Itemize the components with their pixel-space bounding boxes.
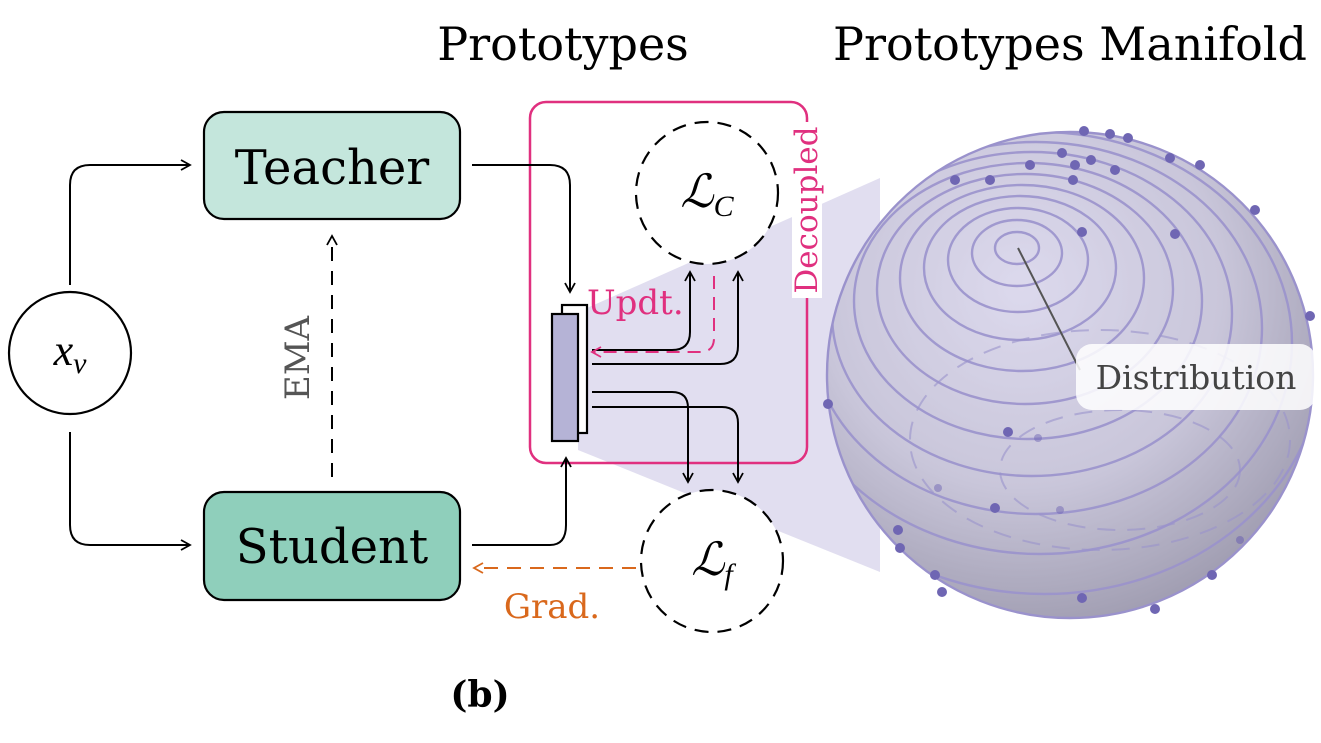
input-to-teacher-arrow xyxy=(69,159,192,285)
teacher-label: Teacher xyxy=(235,140,430,196)
prototype-point xyxy=(1110,165,1120,175)
prototype-point xyxy=(1170,229,1180,239)
teacher-box xyxy=(202,110,462,221)
prototype-point xyxy=(1236,536,1244,544)
prototype-point xyxy=(1079,126,1089,136)
decoupled-label-bg xyxy=(792,122,822,298)
prototype-point xyxy=(895,543,905,553)
input-to-student-arrow xyxy=(69,432,192,551)
loss-f-node xyxy=(639,488,785,634)
prototypes-to-loss-f-arrow-2 xyxy=(592,406,744,484)
prototype-point xyxy=(1057,148,1067,158)
prototype-point xyxy=(1305,311,1315,321)
distribution-label-bg xyxy=(1076,344,1316,410)
prototype-point xyxy=(1068,175,1078,185)
prototype-point xyxy=(823,399,833,409)
distribution-label: Distribution xyxy=(1096,358,1297,397)
student-label: Student xyxy=(236,519,428,575)
prototype-point xyxy=(937,587,947,597)
prototype-point xyxy=(1070,160,1080,170)
prototype-point xyxy=(1165,153,1175,163)
prototype-point xyxy=(1150,604,1160,614)
prototype-point xyxy=(1025,160,1035,170)
update-label: Updt. xyxy=(587,283,684,323)
prototype-point xyxy=(1105,129,1115,139)
prototype-point xyxy=(1207,570,1217,580)
decoupled-label: Decoupled xyxy=(789,126,825,293)
prototype-point xyxy=(1003,427,1013,437)
grad-label: Grad. xyxy=(504,587,600,627)
loss-c-label: ℒC xyxy=(680,166,734,223)
prototype-point xyxy=(990,503,1000,513)
prototypes-heading: Prototypes xyxy=(437,17,689,71)
prototypes-to-loss-c-arrow-2 xyxy=(592,270,744,365)
student-box xyxy=(202,490,462,602)
prototype-point xyxy=(934,484,942,492)
prototype-point xyxy=(985,175,995,185)
prototype-point xyxy=(1086,155,1096,165)
loss-c-node xyxy=(634,120,780,266)
ema-label: EMA xyxy=(278,315,318,400)
prototype-point xyxy=(1056,506,1064,514)
prototype-point xyxy=(930,570,940,580)
teacher-to-prototypes-arrow xyxy=(472,164,576,294)
prototype-point xyxy=(1034,434,1042,442)
prototype-point xyxy=(950,175,960,185)
input-node xyxy=(7,290,133,416)
prototype-points xyxy=(823,126,1315,614)
prototype-point xyxy=(1077,593,1087,603)
prototype-point xyxy=(1250,205,1260,215)
prototypes-manifold-heading: Prototypes Manifold xyxy=(833,17,1307,71)
input-node-label: xv xyxy=(53,326,88,380)
prototypes-manifold-sphere xyxy=(825,130,1315,620)
prototype-bank-front xyxy=(550,312,580,443)
prototype-point xyxy=(1195,160,1205,170)
update-arrow xyxy=(590,276,715,358)
student-to-prototypes-arrow xyxy=(472,456,572,546)
figure-caption: (b) xyxy=(450,674,509,716)
prototype-point xyxy=(1077,227,1087,237)
prototype-point xyxy=(893,525,903,535)
distribution-pointer xyxy=(1017,247,1081,371)
prototype-point xyxy=(1123,133,1133,143)
prototypes-to-loss-c-arrow-1 xyxy=(592,270,696,351)
